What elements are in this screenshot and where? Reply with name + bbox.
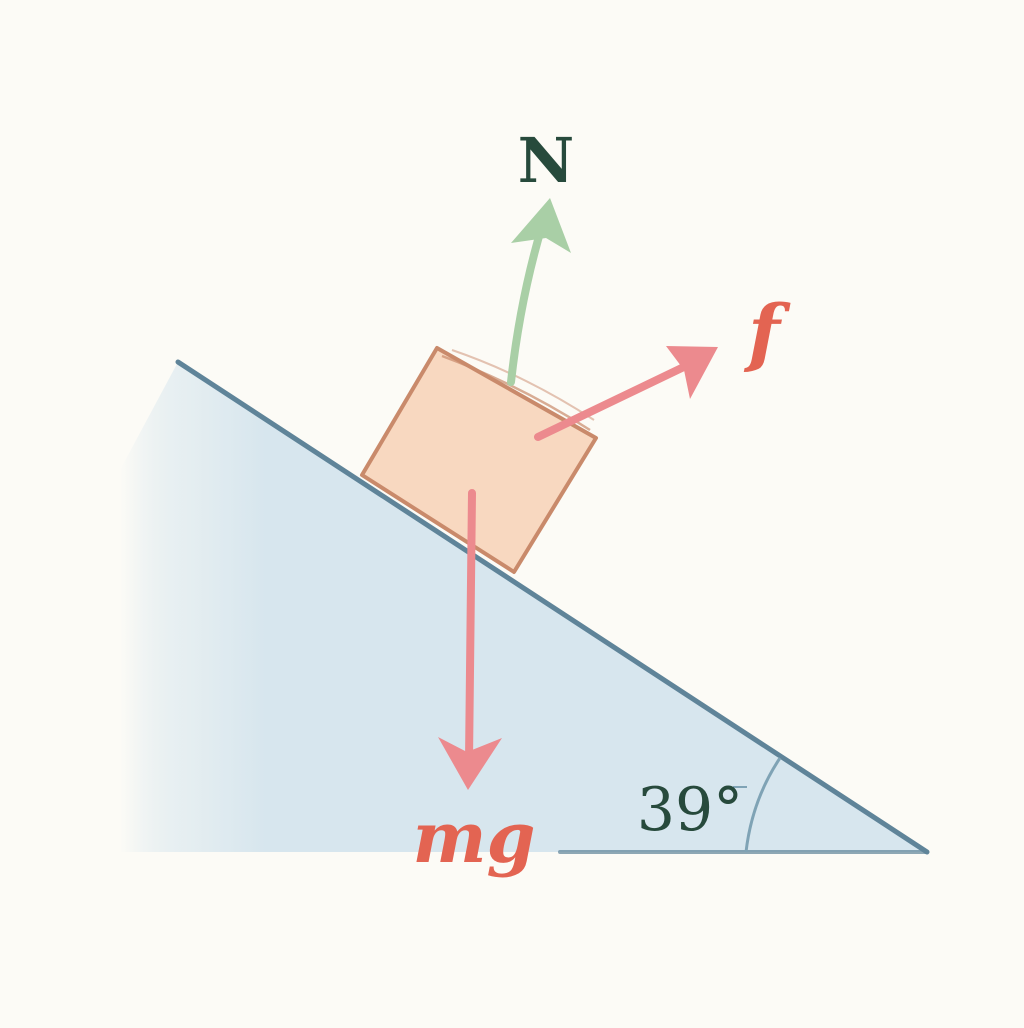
block	[360, 346, 598, 574]
weight-shaft	[465, 489, 476, 764]
block-top-face-edge-2	[451, 349, 595, 421]
angle-arc	[744, 757, 782, 853]
weight-label: mg	[412, 796, 535, 879]
friction-label: f	[743, 290, 791, 376]
friction-head	[666, 346, 718, 399]
normal-force-arrow	[507, 198, 571, 386]
normal-force-label: N	[518, 124, 575, 197]
block-body	[360, 346, 598, 574]
angle-label: 39°	[637, 775, 743, 845]
normal-force-head	[511, 198, 571, 253]
incline-body	[120, 362, 927, 852]
weight-arrow	[438, 489, 502, 790]
friction-arrow	[534, 346, 718, 441]
incline-slope-line	[175, 359, 930, 855]
weight-head	[438, 737, 502, 790]
normal-force-shaft	[507, 222, 546, 386]
friction-shaft	[534, 360, 694, 441]
incline-wedge	[120, 359, 930, 855]
